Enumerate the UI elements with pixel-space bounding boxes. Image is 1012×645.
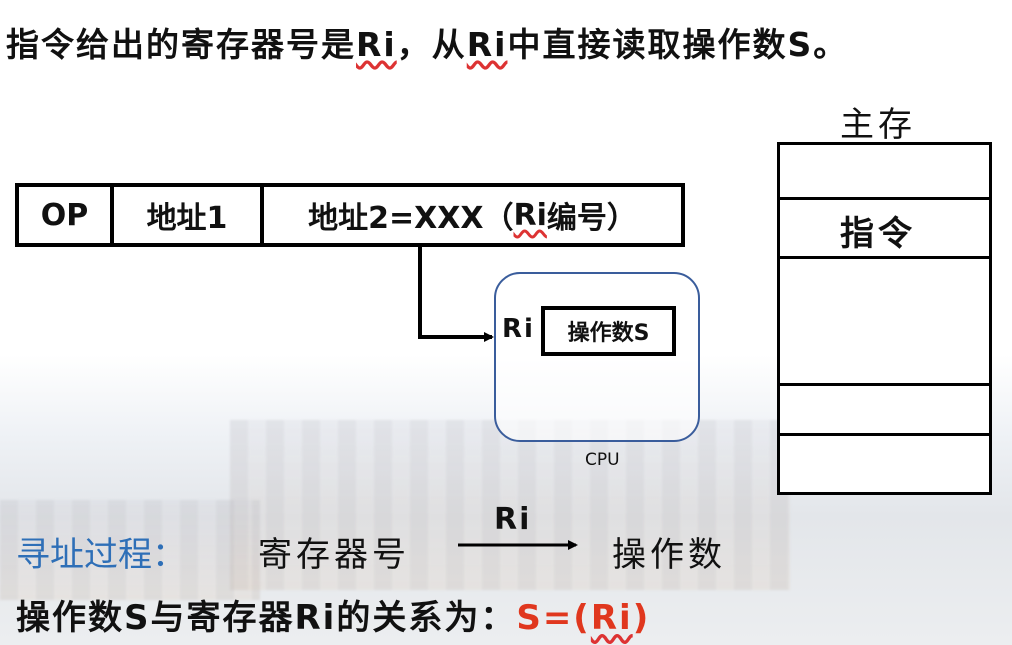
process-from: 寄存器号 bbox=[258, 535, 410, 575]
heading-part3: 中直接读取操作数S。 bbox=[507, 25, 849, 64]
relation-formula: S=(Ri) bbox=[516, 598, 651, 638]
heading-ri-2: Ri bbox=[466, 25, 508, 64]
instruction-addr2-ri: Ri bbox=[513, 197, 547, 233]
cpu-box bbox=[494, 272, 700, 442]
addr2-to-register-arrow bbox=[418, 247, 494, 342]
memory-title: 主存 bbox=[840, 105, 916, 145]
process-arrow-label: Ri bbox=[494, 502, 532, 537]
memory-row-divider bbox=[780, 433, 989, 436]
memory-row-divider bbox=[780, 383, 989, 386]
heading-part2: ，从 bbox=[396, 25, 467, 64]
instruction-op-field: OP bbox=[19, 187, 114, 243]
memory-row-divider bbox=[780, 256, 989, 259]
heading-text: 指令给出的寄存器号是Ri，从Ri中直接读取操作数S。 bbox=[6, 18, 848, 66]
background-building-left bbox=[0, 500, 260, 600]
main-memory-box bbox=[777, 142, 992, 495]
background-building bbox=[230, 420, 790, 590]
process-label: 寻址过程： bbox=[16, 535, 186, 575]
instruction-addr1-field: 地址1 bbox=[114, 187, 264, 243]
relation-text: 操作数S与寄存器Ri的关系为： bbox=[16, 598, 517, 638]
register-ri-box: 操作数S bbox=[541, 306, 676, 356]
memory-instruction-cell: 指令 bbox=[840, 214, 916, 254]
heading-part1: 指令给出的寄存器号是 bbox=[6, 25, 356, 64]
register-name-label: Ri bbox=[502, 314, 535, 344]
heading-ri-1: Ri bbox=[356, 25, 397, 64]
relation-statement: 操作数S与寄存器Ri的关系为：S=(Ri) bbox=[16, 590, 650, 639]
cpu-label: CPU bbox=[585, 450, 620, 470]
process-to: 操作数 bbox=[612, 535, 726, 575]
memory-row-divider bbox=[780, 197, 989, 200]
register-content: 操作数S bbox=[567, 321, 650, 346]
